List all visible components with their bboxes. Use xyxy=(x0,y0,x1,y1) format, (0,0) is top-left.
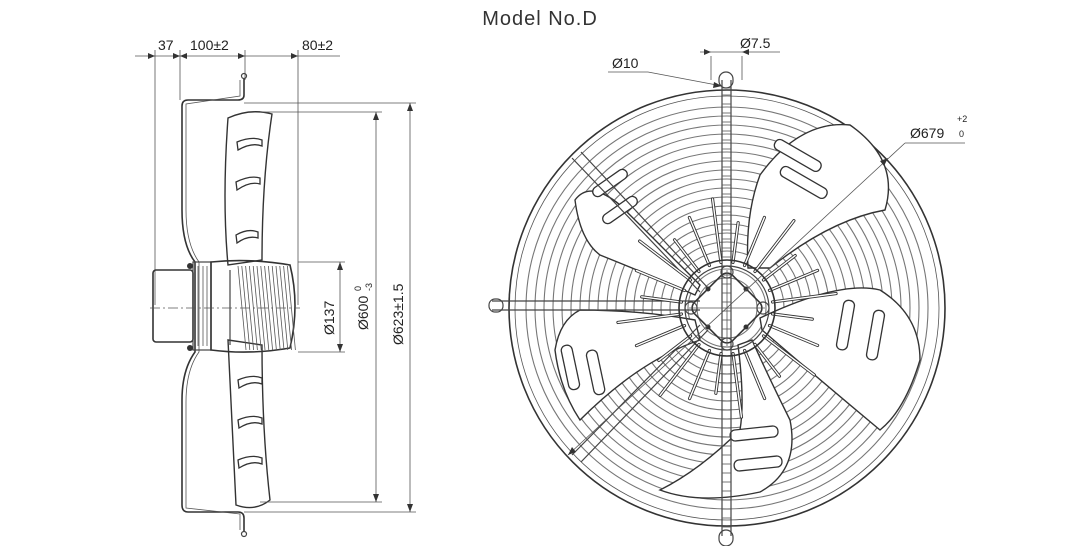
dim-37: 37 xyxy=(158,37,174,53)
dim-7-5: Ø7.5 xyxy=(740,35,771,51)
dim-100: 100±2 xyxy=(190,37,229,53)
dim-137: Ø137 xyxy=(321,301,337,335)
motor-fins xyxy=(616,197,838,419)
dim-679-tol-top: +2 xyxy=(957,114,967,124)
dim-679: Ø679 xyxy=(910,125,944,141)
drawing-title: Model No.D xyxy=(482,8,598,30)
front-view: Ø7.5 Ø10 Ø679 +2 0 xyxy=(488,35,967,546)
dim-80: 80±2 xyxy=(302,37,333,53)
side-view: 37 100±2 80±2 xyxy=(135,37,416,538)
dim-679-tol-bottom: 0 xyxy=(959,129,964,139)
dim-623: Ø623±1.5 xyxy=(390,283,406,345)
dim-600: Ø600 xyxy=(355,296,371,330)
dim-10: Ø10 xyxy=(612,55,639,71)
fan-blade xyxy=(554,309,701,422)
dim-600-tol: -3 xyxy=(364,283,374,291)
dim-600-tol-top: 0 xyxy=(353,286,363,291)
